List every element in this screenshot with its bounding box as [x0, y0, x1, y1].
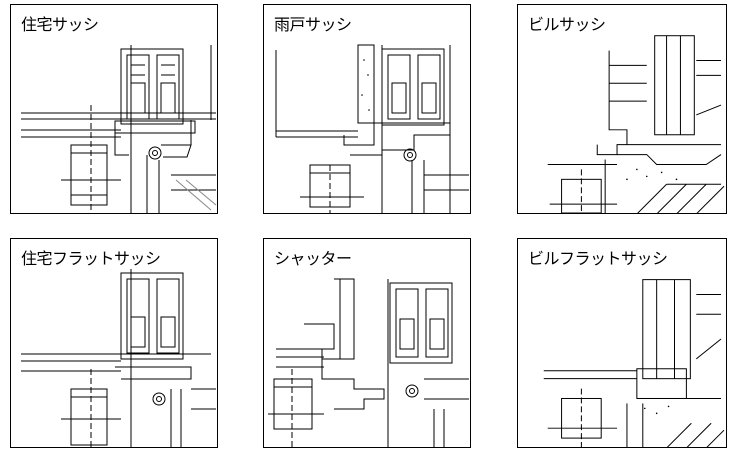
panel-title: 雨戸サッシ — [274, 15, 352, 34]
diagram-panel-house-sash: 住宅サッシ — [10, 4, 218, 214]
diagram-panel-house-flat-sash: 住宅フラットサッシ — [10, 238, 218, 448]
building-flat-sash-drawing — [543, 279, 725, 447]
shutter-drawing — [268, 278, 469, 447]
panel-title: ビルフラットサッシ — [528, 249, 668, 268]
house-flat-sash-drawing — [21, 269, 216, 447]
diagram-panel-building-flat-sash: ビルフラットサッシ — [517, 238, 727, 448]
panel-title: ビルサッシ — [528, 15, 606, 34]
panel-title: シャッター — [274, 249, 352, 268]
diagram-panel-shutter-door-sash: 雨戸サッシ — [263, 4, 471, 214]
diagram-panel-building-sash: ビルサッシ — [517, 4, 727, 214]
house-sash-drawing — [21, 45, 217, 213]
building-sash-drawing — [547, 35, 725, 213]
panel-title: 住宅サッシ — [21, 15, 99, 34]
shutter-door-sash-drawing — [275, 44, 469, 213]
panel-title: 住宅フラットサッシ — [21, 249, 161, 268]
diagram-panel-shutter: シャッター — [263, 238, 471, 448]
